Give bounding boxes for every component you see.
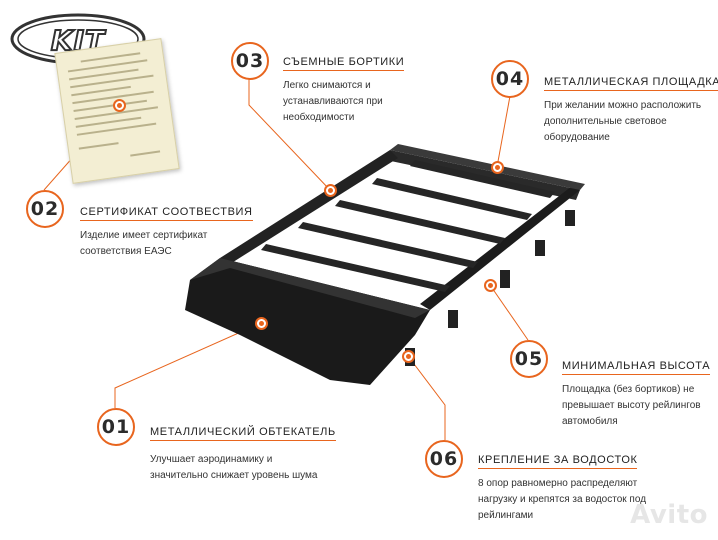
callout-desc-gutter-mount: 8 опор равномерно распределяют нагрузку … [478, 478, 647, 521]
callout-number-01: 01 [97, 408, 135, 446]
callout-title-min-height: МИНИМАЛЬНАЯ ВЫСОТА [562, 360, 711, 375]
marker-min-height [484, 279, 497, 292]
callout-desc-metal-platform: При желании можно расположить дополнител… [544, 100, 702, 143]
callout-title-fairing: МЕТАЛЛИЧЕСКИЙ ОБТЕКАТЕЛЬ [150, 426, 336, 441]
callout-title-gutter-mount: КРЕПЛЕНИЕ ЗА ВОДОСТОК [478, 454, 638, 469]
marker-gutter-mount [402, 350, 415, 363]
marker-metal-platform [491, 161, 504, 174]
callout-title-removable-sides: СЪЕМНЫЕ БОРТИКИ [283, 56, 405, 71]
callout-number-06: 06 [425, 440, 463, 478]
callout-title-certificate: СЕРТИФИКАТ СООТВЕСТВИЯ [80, 206, 253, 221]
marker-fairing [255, 317, 268, 330]
roof-rack-image [185, 144, 585, 385]
callout-number-02: 02 [26, 190, 64, 228]
callout-number-05: 05 [510, 340, 548, 378]
callout-number-04: 04 [491, 60, 529, 98]
callout-title-metal-platform: МЕТАЛЛИЧЕСКАЯ ПЛОЩАДКА [544, 76, 718, 91]
callout-desc-fairing: Улучшает аэродинамику и значительно сниж… [150, 454, 318, 481]
marker-removable-sides [324, 184, 337, 197]
callout-desc-removable-sides: Легко снимаются и устанавливаются при не… [283, 80, 383, 123]
callout-desc-min-height: Площадка (без бортиков) не превышает выс… [562, 384, 701, 427]
marker-certificate [113, 99, 126, 112]
callout-desc-certificate: Изделие имеет сертификат соответствия ЕА… [80, 230, 208, 257]
avito-watermark: Avito [630, 500, 708, 530]
callout-number-03: 03 [231, 42, 269, 80]
